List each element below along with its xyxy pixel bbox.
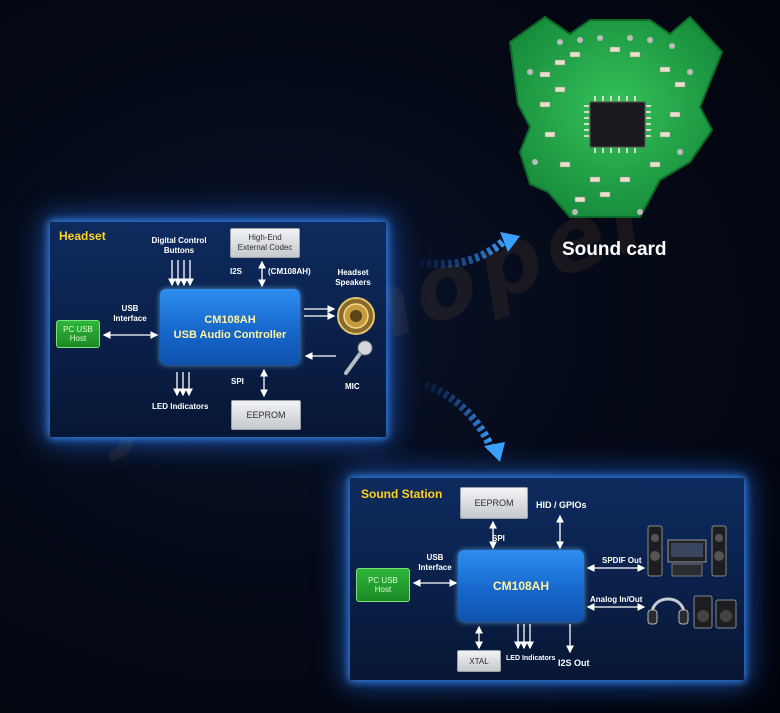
station-led-indicators-label: LED Indicators xyxy=(506,655,556,662)
station-eeprom-label: EEPROM xyxy=(474,498,514,508)
hid-gpios-label: HID / GPIOs xyxy=(536,500,587,510)
pc-usb-host-box: PC USB Host xyxy=(56,320,100,348)
i2s-label: I2S xyxy=(230,267,243,276)
headset-panel: Headset Digital Control Buttons High-End… xyxy=(50,222,386,437)
mic-label: MIC xyxy=(345,382,360,391)
controller-desc: USB Audio Controller xyxy=(173,328,287,341)
home-theater-icon xyxy=(647,525,727,577)
xtal-label: XTAL xyxy=(469,656,489,666)
microphone-icon xyxy=(344,340,373,375)
station-usb-interface-label: USB Interface xyxy=(418,553,452,572)
station-pc-usb-host-box: PC USB Host xyxy=(356,568,410,602)
eeprom-label: EEPROM xyxy=(246,410,286,420)
pc-usb-host-label: PC USB Host xyxy=(63,325,93,343)
station-cm108ah-box: CM108AH xyxy=(458,550,584,622)
station-pc-usb-host-label: PC USB Host xyxy=(368,576,398,594)
xtal-box: XTAL xyxy=(457,650,501,672)
digital-control-label: Digital Control Buttons xyxy=(151,236,207,255)
analog-in-out-label: Analog In/Out xyxy=(590,595,643,604)
usb-interface-label: USB Interface xyxy=(113,304,147,323)
headphone-speakers-icon xyxy=(647,595,737,629)
speakers-label: Headset Speakers xyxy=(335,268,371,287)
codec-label: High-End External Codec xyxy=(237,233,293,252)
codec-box: High-End External Codec xyxy=(230,228,300,258)
sound-station-title: Sound Station xyxy=(361,487,443,501)
decorative-curved-arrows xyxy=(419,232,520,462)
station-eeprom-box: EEPROM xyxy=(460,487,528,519)
station-spi-label: SPI xyxy=(492,534,505,543)
sound-card-pcb-image xyxy=(508,15,724,218)
spi-label: SPI xyxy=(231,377,244,386)
headset-title: Headset xyxy=(59,229,106,243)
sound-card-label: Sound card xyxy=(562,239,667,260)
sound-station-panel: Sound Station EEPROM HID / GPIOs SPI PC … xyxy=(350,478,744,680)
i2s-out-label: I2S Out xyxy=(558,658,590,668)
spdif-out-label: SPDIF Out xyxy=(602,556,642,565)
speaker-icon xyxy=(337,297,375,335)
station-controller-name: CM108AH xyxy=(492,579,549,593)
controller-name: CM108AH xyxy=(204,313,256,326)
led-indicators-label: LED Indicators xyxy=(152,402,209,411)
cm108ah-paren-label: (CM108AH) xyxy=(268,267,311,276)
eeprom-box: EEPROM xyxy=(231,400,301,430)
usb-audio-controller-box: CM108AH USB Audio Controller xyxy=(160,289,300,365)
